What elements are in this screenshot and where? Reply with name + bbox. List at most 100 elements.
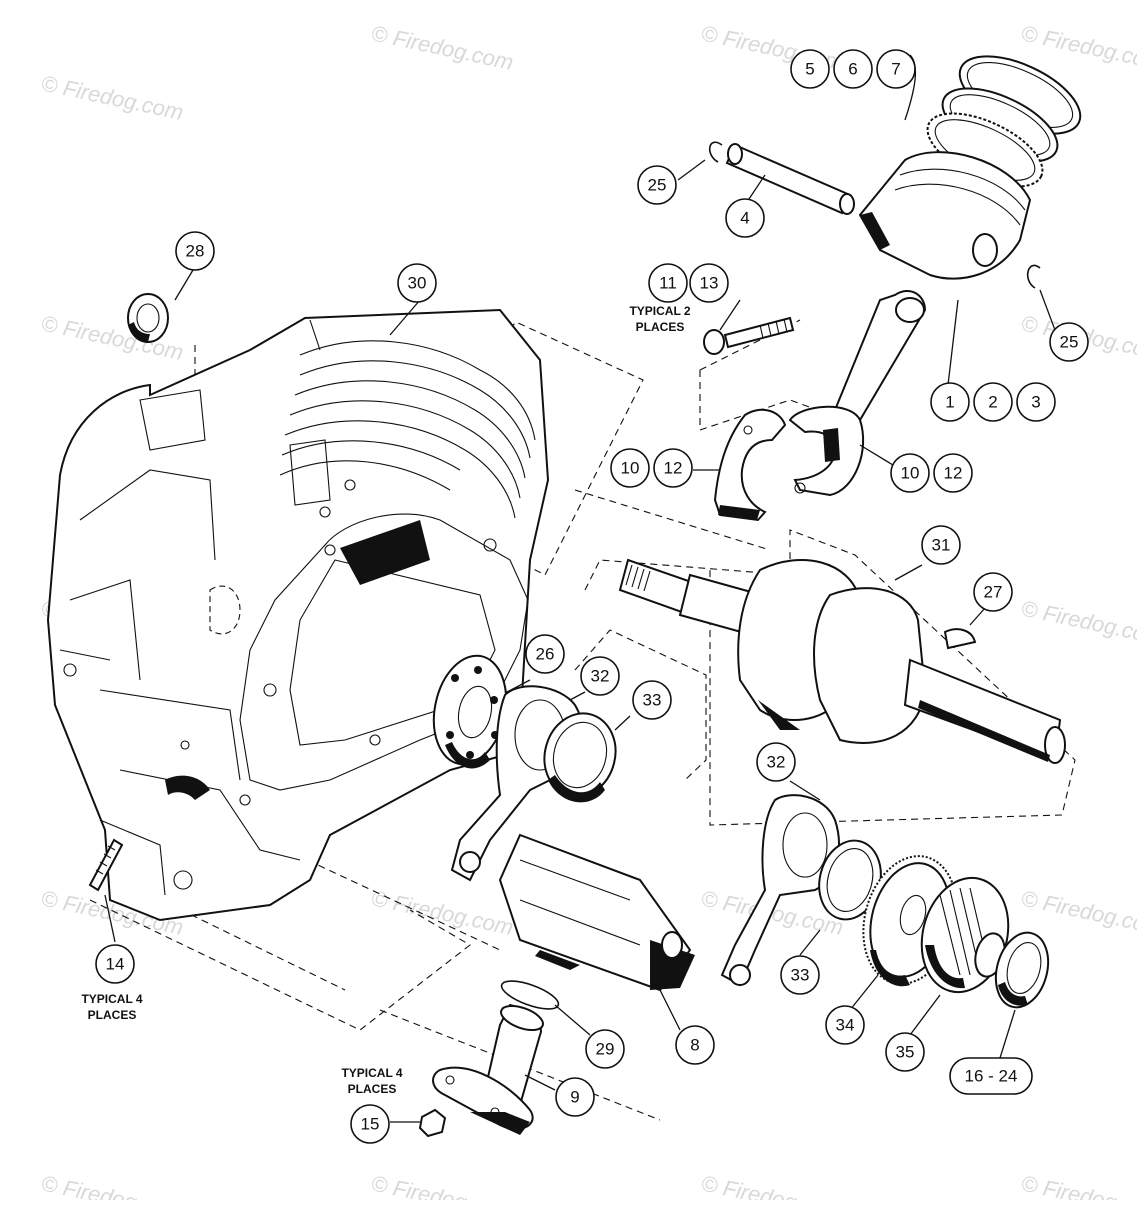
watermark: © Firedog.com	[1019, 595, 1137, 650]
watermark: © Firedog.com	[369, 20, 516, 75]
balancer-left	[450, 685, 617, 882]
svg-text:28: 28	[186, 242, 205, 261]
svg-text:29: 29	[596, 1040, 615, 1059]
svg-text:1: 1	[945, 393, 954, 412]
callouts: 5 6 7 25 4 28 30 11 13 25 1 2 3 10 12 10…	[95, 49, 1089, 1144]
svg-text:25: 25	[1060, 333, 1079, 352]
svg-text:12: 12	[664, 459, 683, 478]
callout-32: 32	[756, 742, 796, 782]
callout-9: 9	[555, 1077, 595, 1117]
callout-8: 8	[675, 1025, 715, 1065]
callout-29: 29	[585, 1029, 625, 1069]
note-typical-4-line2: PLACES	[88, 1008, 137, 1022]
svg-text:31: 31	[932, 536, 951, 555]
svg-text:26: 26	[536, 645, 555, 664]
watermark: © Firedog.com	[1019, 1170, 1137, 1200]
callout-11: 11	[648, 263, 688, 303]
callout-6: 6	[833, 49, 873, 89]
svg-text:3: 3	[1031, 393, 1040, 412]
bolt-15	[418, 1108, 447, 1138]
balancer-right	[720, 794, 882, 987]
callout-4: 4	[725, 198, 765, 238]
svg-text:9: 9	[570, 1088, 579, 1107]
callout-31: 31	[921, 525, 961, 565]
stud-14	[88, 838, 124, 892]
callout-35: 35	[885, 1032, 925, 1072]
shaft-9	[432, 1003, 544, 1135]
rod-cap	[713, 408, 787, 522]
balancer-weight-8	[498, 833, 695, 992]
callout-25: 25	[1049, 322, 1089, 362]
svg-text:15: 15	[361, 1115, 380, 1134]
note-typical-4-line2: PLACES	[348, 1082, 397, 1096]
connecting-rod-top	[788, 290, 927, 497]
callout-34: 34	[825, 1005, 865, 1045]
notes: TYPICAL 2 PLACES TYPICAL 4 PLACES TYPICA…	[81, 304, 690, 1096]
callout-14: 14	[95, 944, 135, 984]
crankcase-block	[46, 308, 550, 922]
washer-16-24	[994, 931, 1050, 1009]
svg-text:27: 27	[984, 583, 1003, 602]
svg-text:35: 35	[896, 1043, 915, 1062]
svg-text:25: 25	[648, 176, 667, 195]
svg-text:12: 12	[944, 464, 963, 483]
svg-text:11: 11	[659, 274, 677, 293]
oil-seal-28	[127, 293, 169, 343]
watermark: © Firedog.com	[39, 1170, 186, 1200]
circlips-25	[709, 141, 1041, 289]
svg-text:7: 7	[891, 60, 900, 79]
callout-7: 7	[876, 49, 916, 89]
note-typical-4-line1: TYPICAL 4	[341, 1066, 402, 1080]
svg-text:32: 32	[767, 753, 786, 772]
note-typical-2-line2: PLACES	[636, 320, 685, 334]
svg-text:13: 13	[700, 274, 719, 293]
svg-text:6: 6	[848, 60, 857, 79]
svg-text:4: 4	[740, 209, 749, 228]
svg-text:32: 32	[591, 667, 610, 686]
o-ring-29	[500, 980, 560, 1010]
svg-text:14: 14	[106, 955, 125, 974]
callout-33: 33	[632, 680, 672, 720]
svg-text:16 - 24: 16 - 24	[965, 1067, 1018, 1086]
svg-text:33: 33	[791, 966, 810, 985]
note-typical-2-line1: TYPICAL 2	[629, 304, 690, 318]
callout-10: 10	[890, 453, 930, 493]
watermark: © Firedog.com	[1019, 20, 1137, 75]
watermark: © Firedog.com	[39, 70, 186, 125]
piston	[858, 151, 1032, 280]
svg-text:5: 5	[805, 60, 814, 79]
crankshaft-31	[618, 558, 1066, 764]
watermark: © Firedog.com	[1019, 885, 1137, 940]
watermark: © Firedog.com	[369, 1170, 516, 1200]
svg-text:33: 33	[643, 691, 662, 710]
callout-2: 2	[973, 382, 1013, 422]
svg-text:2: 2	[988, 393, 997, 412]
key-27	[943, 628, 977, 650]
callout-30: 30	[397, 263, 437, 303]
callout-5: 5	[790, 49, 830, 89]
bolt-11-13	[703, 316, 795, 355]
gear-35	[920, 876, 1010, 994]
callout-32: 32	[580, 656, 620, 696]
svg-text:8: 8	[690, 1036, 699, 1055]
piston-rings	[926, 55, 1082, 188]
svg-text:30: 30	[408, 274, 427, 293]
callout-3: 3	[1016, 382, 1056, 422]
callout-1: 1	[930, 382, 970, 422]
svg-text:10: 10	[901, 464, 920, 483]
callout-26: 26	[525, 634, 565, 674]
callout-25: 25	[637, 165, 677, 205]
svg-text:34: 34	[836, 1016, 855, 1035]
callout-15: 15	[350, 1104, 390, 1144]
svg-text:10: 10	[621, 459, 640, 478]
callout-28: 28	[175, 231, 215, 271]
callout-16-24: 16 - 24	[949, 1057, 1033, 1095]
piston-pin-4	[725, 143, 855, 215]
note-typical-4-line1: TYPICAL 4	[81, 992, 142, 1006]
watermark: © Firedog.com	[369, 885, 516, 940]
callout-12: 12	[653, 448, 693, 488]
callout-10: 10	[610, 448, 650, 488]
watermark: © Firedog.com	[699, 1170, 846, 1200]
